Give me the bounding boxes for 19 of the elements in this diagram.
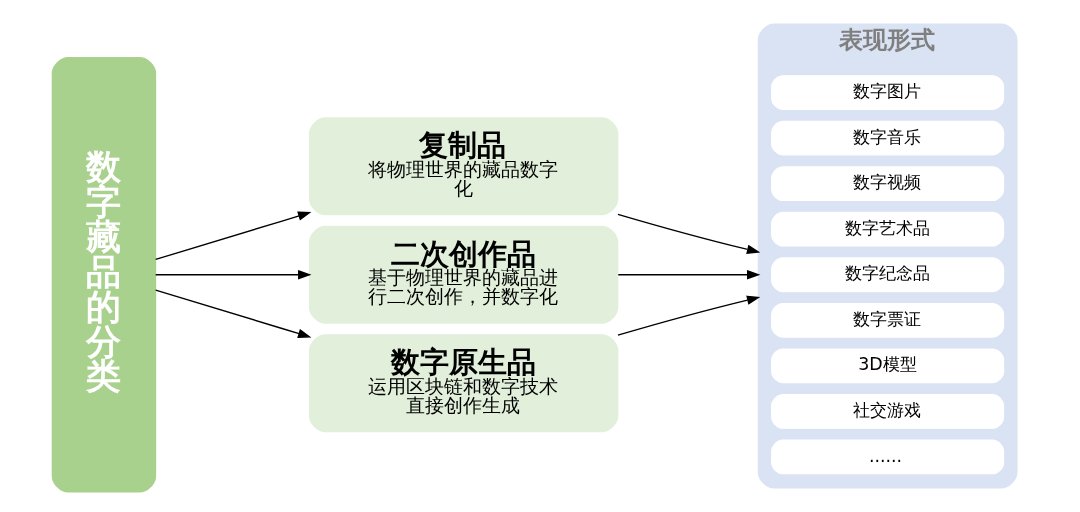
arrow <box>617 213 761 254</box>
node-box: 数字纪念品 <box>771 257 1005 293</box>
node-box: 数字视频 <box>771 166 1005 202</box>
node-box: 复制品 将物理世界的藏品数字化 <box>308 117 619 216</box>
arrow <box>617 295 761 336</box>
node-box: 3D模型 <box>771 348 1005 384</box>
node-box: 数字音乐 <box>771 120 1005 156</box>
arrow <box>155 289 312 338</box>
node-box: ...... <box>771 439 1005 475</box>
node-box: 数字图片 <box>771 75 1005 110</box>
arrow <box>155 270 312 280</box>
node-box: 数字艺术品 <box>771 211 1005 247</box>
arrow <box>617 270 761 280</box>
arrow <box>155 211 312 261</box>
node-box: 二次创作品 基于物理世界的藏品进行二次创作，并数字化 <box>308 225 619 324</box>
node-box: 数字藏品的分类 <box>51 57 157 493</box>
node-box: 社交游戏 <box>771 394 1005 429</box>
node-box: 数字票证 <box>771 302 1005 338</box>
node-box: 数字原生品 运用区块链和数字技术直接创作生成 <box>308 334 619 433</box>
